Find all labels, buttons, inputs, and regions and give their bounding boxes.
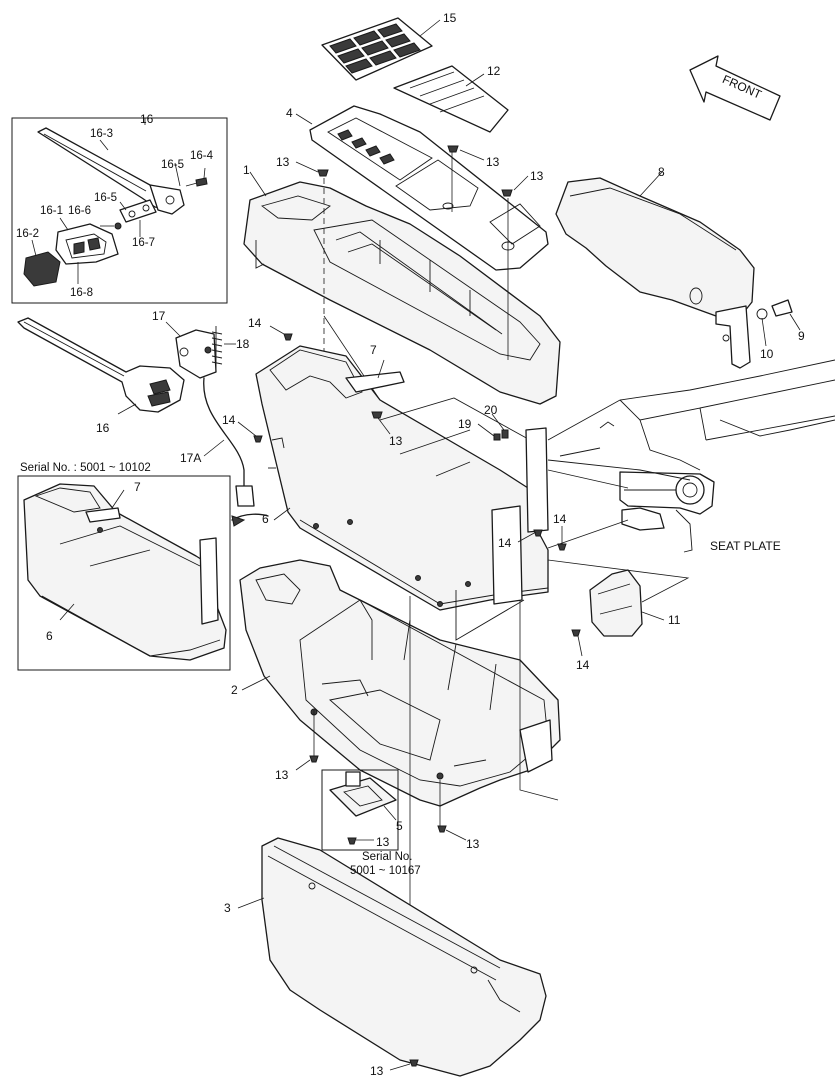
label-15: 15 xyxy=(443,11,457,25)
part-12-cover-plate xyxy=(393,65,509,133)
serial-note-6: Serial No. : 5001 ~ 10102 xyxy=(20,462,151,474)
label-16-inset: 16 xyxy=(140,112,154,126)
part-6-frame xyxy=(255,345,549,641)
label-10: 10 xyxy=(760,347,774,361)
label-13b: 13 xyxy=(486,155,500,169)
part-4-switch-panel xyxy=(309,105,549,271)
inset-box-5-serial xyxy=(321,769,399,851)
label-11: 11 xyxy=(668,613,681,627)
front-direction-arrow xyxy=(689,55,781,121)
label-14a: 14 xyxy=(248,316,262,330)
part-2-lower-tray xyxy=(239,559,561,807)
label-12: 12 xyxy=(487,64,501,78)
label-3: 3 xyxy=(224,901,231,915)
label-18: 18 xyxy=(236,337,250,351)
label-2: 2 xyxy=(231,683,238,697)
label-14b: 14 xyxy=(222,413,236,427)
label-7a: 7 xyxy=(370,343,377,357)
label-13c: 13 xyxy=(530,169,544,183)
label-13g: 13 xyxy=(466,837,480,851)
label-6b: 6 xyxy=(46,629,53,643)
seat-plate-assembly xyxy=(547,359,835,553)
part-16-lever xyxy=(17,317,185,413)
part-6-frame-early xyxy=(23,483,227,661)
label-16-8: 16-8 xyxy=(70,287,93,299)
part-18-spring xyxy=(211,326,223,372)
plate-16-7 xyxy=(119,199,157,223)
part-5-mount xyxy=(329,771,397,817)
label-13e: 13 xyxy=(275,768,289,782)
label-16-1: 16-1 xyxy=(40,205,63,217)
label-16-6: 16-6 xyxy=(68,205,91,217)
cable-17A xyxy=(203,377,245,491)
label-20: 20 xyxy=(484,403,498,417)
cap-16-2 xyxy=(23,251,61,287)
label-7b: 7 xyxy=(134,480,141,494)
label-13d: 13 xyxy=(389,434,403,448)
label-14e: 14 xyxy=(576,658,590,672)
part-3-side-cover xyxy=(261,837,547,1077)
serial-note-5-line2: 5001 ~ 10167 xyxy=(350,865,421,877)
part-1-console-cover xyxy=(243,181,561,405)
label-17: 17 xyxy=(152,309,166,323)
part-11-bracket-cover xyxy=(589,569,643,637)
inset-box-16 xyxy=(11,117,228,304)
label-16-3: 16-3 xyxy=(90,128,113,140)
grip-16-1 xyxy=(55,223,119,265)
serial-note-5-line1: Serial No. xyxy=(362,851,413,863)
label-13a: 13 xyxy=(276,155,290,169)
part-8-arm-rest xyxy=(555,177,755,369)
label-16-4: 16-4 xyxy=(190,150,214,162)
seat-plate-label: SEAT PLATE xyxy=(710,539,781,553)
label-1: 1 xyxy=(243,163,250,177)
label-4: 4 xyxy=(286,106,293,120)
label-6a: 6 xyxy=(262,512,269,526)
label-9: 9 xyxy=(798,329,805,343)
label-19: 19 xyxy=(458,417,472,431)
label-5: 5 xyxy=(396,819,403,833)
label-16-5b: 16-5 xyxy=(94,192,117,204)
label-16-main: 16 xyxy=(96,421,110,435)
label-8: 8 xyxy=(658,165,665,179)
label-13f: 13 xyxy=(376,835,390,849)
label-16-2: 16-2 xyxy=(16,228,39,240)
label-16-7: 16-7 xyxy=(132,237,155,249)
inset-box-6-serial xyxy=(17,475,231,671)
label-13h: 13 xyxy=(370,1064,384,1078)
label-14c: 14 xyxy=(498,536,512,550)
label-14d: 14 xyxy=(553,512,567,526)
part-17-bracket xyxy=(175,329,217,379)
part-15-switch-pad xyxy=(321,17,433,81)
label-16-5a: 16-5 xyxy=(161,159,184,171)
label-17A: 17A xyxy=(180,451,201,465)
